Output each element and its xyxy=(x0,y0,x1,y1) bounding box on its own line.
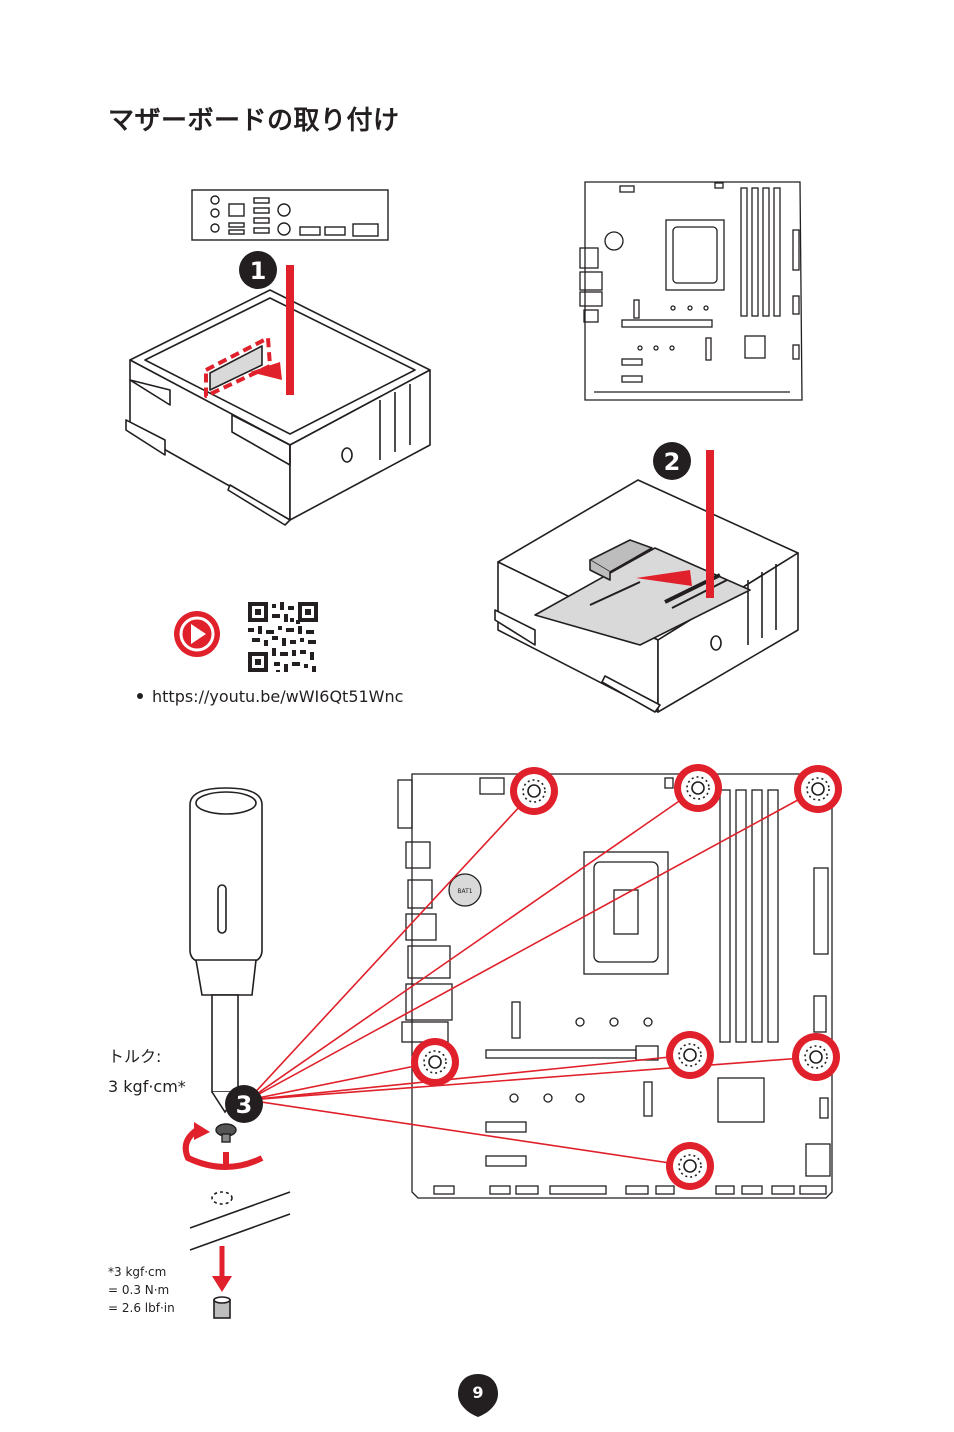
case-open-board xyxy=(494,479,799,713)
play-video-icon[interactable] xyxy=(174,611,220,657)
standoff-diagram xyxy=(189,1191,291,1319)
step-1-number: 1 xyxy=(250,257,267,285)
arrow-left-red-2 xyxy=(636,570,692,586)
qr-code[interactable] xyxy=(248,602,318,672)
mounting-hole xyxy=(510,767,558,815)
motherboard-small xyxy=(579,181,803,401)
rotate-clockwise-icon xyxy=(182,1125,264,1170)
torque-value: 3 kgf·cm* xyxy=(108,1077,186,1096)
mounting-hole xyxy=(792,1033,840,1081)
page-title: マザーボードの取り付け xyxy=(108,106,400,136)
step-3-badge: 3 xyxy=(225,1085,263,1123)
page-badge-shape xyxy=(458,1374,498,1417)
screw-icon xyxy=(215,1123,237,1143)
video-link[interactable]: https://youtu.be/wWI6Qt51Wnc xyxy=(137,687,403,706)
mounting-guide-lines xyxy=(247,787,819,1167)
mounting-hole xyxy=(666,1031,714,1079)
mounting-hole xyxy=(794,765,842,813)
case-open-io xyxy=(125,289,431,526)
motherboard-large: BAT1 xyxy=(397,773,833,1199)
mounting-holes xyxy=(411,764,842,1190)
arrow-left-red xyxy=(250,362,282,380)
bullet xyxy=(137,692,143,699)
footnote-line: = 2.6 lbf·in xyxy=(108,1301,175,1315)
bat1-label: BAT1 xyxy=(457,888,472,895)
step-3-number: 3 xyxy=(236,1091,253,1119)
page-number-badge: 9 xyxy=(456,1372,500,1418)
mounting-hole xyxy=(674,764,722,812)
video-url[interactable]: https://youtu.be/wWI6Qt51Wnc xyxy=(152,687,404,706)
footnote-line: = 0.3 N·m xyxy=(108,1283,170,1297)
screwdriver-icon xyxy=(189,787,263,1114)
footnote-line: *3 kgf·cm xyxy=(108,1265,167,1279)
mounting-hole xyxy=(411,1038,459,1086)
mounting-hole xyxy=(666,1142,714,1190)
step-2-badge: 2 xyxy=(653,442,691,480)
io-shield xyxy=(191,189,389,241)
step-2-number: 2 xyxy=(664,448,681,476)
torque-label: トルク: xyxy=(108,1047,162,1066)
page-number: 9 xyxy=(472,1383,484,1402)
step-1-badge: 1 xyxy=(239,251,277,289)
